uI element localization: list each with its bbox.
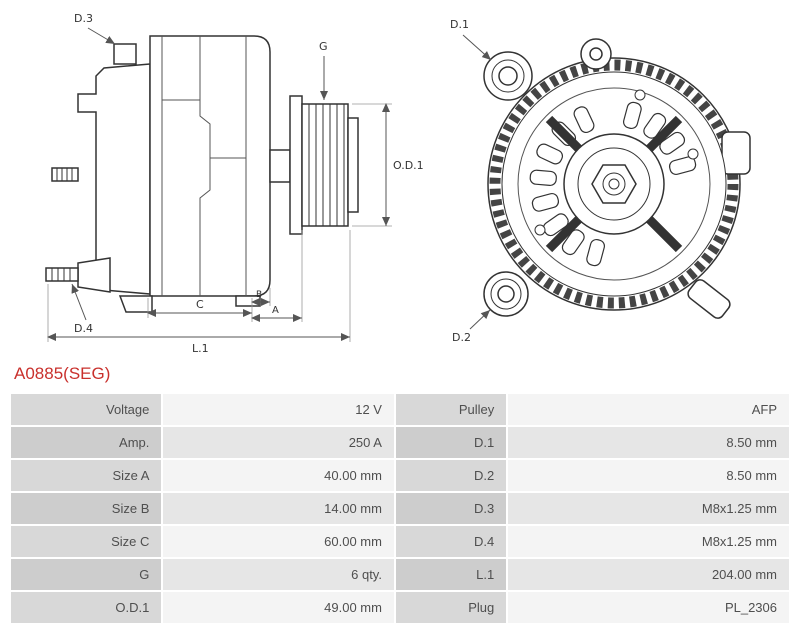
dim-label-l1: L.1 (192, 342, 209, 355)
spec-label: L.1 (395, 559, 507, 590)
d3-leader-line (87, 27, 116, 45)
spec-value: 250 A (163, 427, 394, 458)
table-row: Voltage 12 V Pulley AFP (11, 394, 789, 425)
side-view (45, 35, 359, 313)
dim-label-d3: D.3 (74, 12, 93, 25)
dim-label-d2: D.2 (452, 331, 471, 344)
dim-label-d1: D.1 (450, 18, 469, 31)
face-bolt (534, 224, 546, 236)
spec-value: 6 qty. (163, 559, 394, 590)
spec-label: O.D.1 (11, 592, 162, 623)
spec-value: 8.50 mm (508, 427, 789, 458)
table-row: Size B 14.00 mm D.3 M8x1.25 mm (11, 493, 789, 524)
table-row: Amp. 250 A D.1 8.50 mm (11, 427, 789, 458)
mount-lug (77, 257, 111, 293)
alternator-drawing-svg: D.3 D.4 G O.D.1 C B A L.1 (45, 12, 751, 355)
table-row: Size A 40.00 mm D.2 8.50 mm (11, 460, 789, 491)
spec-value: 60.00 mm (163, 526, 394, 557)
table-row: O.D.1 49.00 mm Plug PL_2306 (11, 592, 789, 623)
terminal-stud (51, 167, 79, 182)
spec-value: 49.00 mm (163, 592, 394, 623)
dim-label-c: C (196, 298, 204, 311)
front-view (483, 38, 751, 319)
bolt-d3 (113, 43, 137, 65)
spec-label: Size C (11, 526, 162, 557)
face-ring (517, 87, 711, 281)
pulley-grooves (308, 104, 345, 226)
table-row: G 6 qty. L.1 204.00 mm (11, 559, 789, 590)
spec-value: 8.50 mm (508, 460, 789, 491)
foot-left (118, 295, 153, 313)
dim-label-b: B (256, 290, 262, 300)
spec-label: Plug (395, 592, 507, 623)
d1-leader-line (462, 34, 492, 61)
spec-table: Voltage 12 V Pulley AFP Amp. 250 A D.1 8… (9, 392, 791, 625)
pulley-ribs (301, 103, 349, 227)
dim-label-g: G (319, 40, 328, 53)
hole-d2 (497, 285, 515, 303)
spokes (545, 115, 683, 253)
hole-top (589, 47, 603, 61)
spec-value: PL_2306 (508, 592, 789, 623)
dim-label-d4: D.4 (74, 322, 93, 335)
spec-label: D.3 (395, 493, 507, 524)
tab-bottom-right (687, 279, 731, 319)
spec-label: Voltage (11, 394, 162, 425)
dim-label-od1: O.D.1 (393, 159, 424, 172)
spec-value: AFP (508, 394, 789, 425)
face-bolt (634, 89, 646, 101)
shaft (269, 149, 291, 183)
d4-leader-line (71, 283, 87, 321)
spec-value: 40.00 mm (163, 460, 394, 491)
tab-right (721, 131, 751, 175)
side-view-dimensions: D.3 D.4 G O.D.1 C B A L.1 (47, 12, 424, 355)
spec-label: Size A (11, 460, 162, 491)
shaft-center (608, 178, 620, 190)
spec-label: Size B (11, 493, 162, 524)
fin-ring (489, 59, 739, 309)
spec-label: D.1 (395, 427, 507, 458)
spec-label: Pulley (395, 394, 507, 425)
hole-d1 (498, 66, 518, 86)
housing-detail-lines (161, 36, 247, 296)
face-bolt (687, 148, 699, 160)
spec-label: D.2 (395, 460, 507, 491)
pulley-cap (347, 117, 359, 213)
technical-drawing: D.3 D.4 G O.D.1 C B A L.1 (45, 12, 751, 355)
spec-value: 204.00 mm (508, 559, 789, 590)
table-row: Size C 60.00 mm D.4 M8x1.25 mm (11, 526, 789, 557)
dim-label-a: A (272, 305, 279, 316)
spec-label: G (11, 559, 162, 590)
rear-housing (77, 63, 151, 295)
spec-value: 14.00 mm (163, 493, 394, 524)
spec-label: D.4 (395, 526, 507, 557)
spec-value: M8x1.25 mm (508, 526, 789, 557)
spec-value: M8x1.25 mm (508, 493, 789, 524)
bolt-d4 (45, 267, 79, 282)
part-number: A0885(SEG) (14, 364, 111, 383)
spec-value: 12 V (163, 394, 394, 425)
front-view-dimensions: D.1 D.2 (450, 18, 492, 344)
spec-label: Amp. (11, 427, 162, 458)
d2-leader-line (469, 309, 491, 330)
pulley-flange (289, 95, 303, 235)
